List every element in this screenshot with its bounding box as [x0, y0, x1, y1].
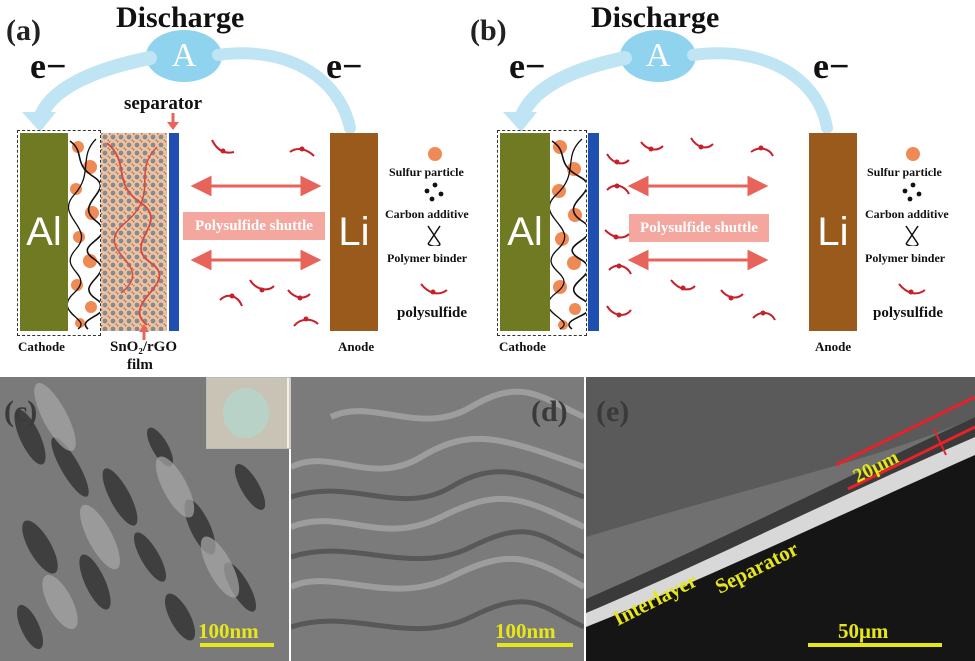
cathode-composite	[68, 133, 100, 331]
legend-sulfur: Sulfur particle	[389, 165, 464, 179]
sulfur-particle-icon-b	[906, 147, 920, 161]
ammeter-node-b: A	[620, 30, 696, 82]
sem-image-e: (e) 20μm Interlayer Separator 50μm	[586, 377, 975, 661]
panel-b-label: (b)	[470, 14, 507, 47]
electron-left: e−	[30, 46, 67, 86]
sem-image-c: (c) 100nm	[0, 377, 289, 661]
sulfur-particle-icon	[428, 147, 442, 161]
panel-b: (b) Discharge A e− e− Al Cathode Polysul…	[470, 0, 975, 375]
sem-d-scale-label: 100nm	[495, 619, 556, 643]
polysulfide-molecules-b	[604, 137, 776, 321]
legend-b: Sulfur particle Carbon additive Polymer …	[865, 140, 971, 340]
polysulfide-shuttle-banner: Polysulfide shuttle	[183, 212, 325, 240]
polysulfide-shuttle-banner-b: Polysulfide shuttle	[629, 214, 769, 242]
shuttle-arrows	[190, 175, 322, 271]
sem-d-texture	[291, 377, 584, 661]
discharge-title-b: Discharge	[591, 1, 720, 34]
sem-e-scale-bar	[808, 643, 942, 647]
panel-a: (a) Discharge A e− e− separator Al	[0, 0, 487, 375]
sem-c-texture	[0, 377, 289, 661]
shuttle-arrows-b	[627, 175, 769, 271]
sem-image-d: (d) 100nm	[291, 377, 584, 661]
legend-binder-b: Polymer binder	[865, 251, 946, 265]
polysulfide-icon-b	[898, 283, 926, 295]
legend-sulfur-b: Sulfur particle	[867, 165, 942, 179]
legend-polysulfide-b: polysulfide	[873, 305, 944, 321]
white-separator-disc	[223, 388, 269, 438]
sem-d-scale-bar	[497, 643, 573, 647]
ammeter-node: A	[146, 30, 222, 82]
cathode-dashed-box-b	[497, 130, 587, 336]
electron-right-b: e−	[813, 46, 850, 86]
carbon-additive-icon	[424, 182, 444, 202]
sem-d-label: (d)	[531, 395, 568, 428]
film-label-line2: film	[127, 357, 153, 373]
sem-c-scale-label: 100nm	[198, 619, 259, 643]
polysulfide-icon	[420, 283, 448, 295]
sno2-rgo-film	[101, 133, 167, 331]
cathode-dashed-box	[17, 130, 101, 336]
separator-photo	[207, 378, 287, 448]
legend-carbon-b: Carbon additive	[865, 207, 949, 221]
discharge-title: Discharge	[116, 1, 245, 34]
legend-binder: Polymer binder	[387, 251, 468, 265]
sem-e-scale-label: 50μm	[838, 619, 889, 643]
cathode-label-b: Cathode	[499, 339, 546, 354]
thickness-indicator-lines	[835, 395, 975, 491]
anode-label: Anode	[338, 339, 375, 354]
electron-left-b: e−	[509, 46, 546, 86]
cathode-composite-b	[550, 133, 586, 331]
film-pointer-arrow	[139, 324, 149, 340]
separator-label: separator	[124, 93, 203, 114]
al-current-collector: Al	[20, 133, 68, 331]
polymer-binder-icon	[427, 225, 441, 246]
electron-flow-arrows-b	[503, 47, 833, 134]
electron-right: e−	[326, 46, 363, 86]
film-label-line1: SnO₂/rGO	[110, 339, 178, 355]
al-current-collector-b: Al	[500, 133, 550, 331]
legend-carbon: Carbon additive	[385, 207, 469, 221]
cathode-label: Cathode	[18, 339, 65, 354]
panel-a-label: (a)	[6, 14, 41, 47]
sem-e-texture	[586, 377, 975, 661]
separator-membrane	[169, 133, 179, 331]
sem-c-scale-bar	[200, 643, 274, 647]
separator-pointer-arrow	[167, 113, 179, 130]
polysulfide-molecules	[211, 139, 319, 327]
anode-label-b: Anode	[815, 339, 852, 354]
li-anode: Li	[330, 133, 378, 331]
sem-c-label: (c)	[4, 395, 38, 428]
electron-flow-arrows	[22, 47, 356, 134]
carbon-additive-icon-b	[902, 182, 922, 202]
sem-e-label: (e)	[596, 395, 630, 428]
legend-polysulfide: polysulfide	[397, 305, 468, 321]
separator-membrane-b	[588, 133, 599, 331]
li-anode-b: Li	[809, 133, 857, 331]
polymer-binder-icon-b	[905, 225, 919, 246]
legend-a: Sulfur particle Carbon additive Polymer …	[385, 140, 485, 340]
